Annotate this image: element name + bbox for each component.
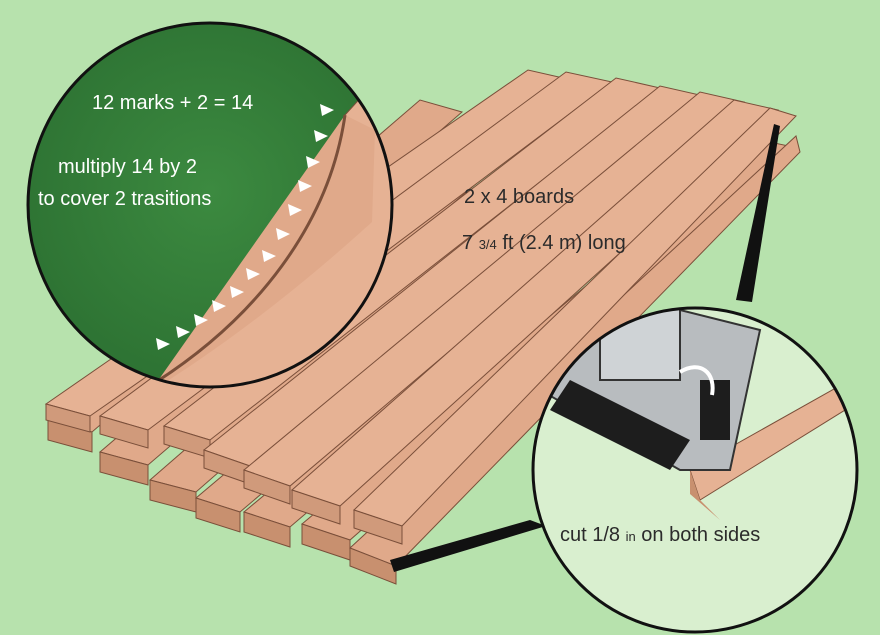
- boards-label: 2 x 4 boards: [464, 186, 575, 208]
- left-magnifier-ring: [26, 21, 394, 389]
- marks-count-label: 12 marks + 2 = 14: [92, 92, 254, 114]
- cut-amount: cut 1/8: [560, 524, 621, 546]
- cut-label: cut 1/8 in on both sides: [560, 524, 760, 547]
- length-fraction: 3/4: [478, 237, 497, 252]
- length-whole: 7: [462, 232, 474, 254]
- callout-connectors: [390, 124, 780, 572]
- board-length-label: 7 3/4 ft (2.4 m) long: [462, 232, 626, 255]
- right-magnifier-ring: [531, 306, 859, 634]
- cut-unit: in: [625, 529, 636, 544]
- multiply-label: multiply 14 by 2: [58, 156, 197, 178]
- mark-arrows: [156, 104, 334, 350]
- transitions-label: to cover 2 trasitions: [38, 188, 212, 210]
- length-unit: ft (2.4 m) long: [502, 232, 626, 254]
- left-magnifier: [28, 23, 392, 387]
- cut-sides: on both sides: [641, 524, 761, 546]
